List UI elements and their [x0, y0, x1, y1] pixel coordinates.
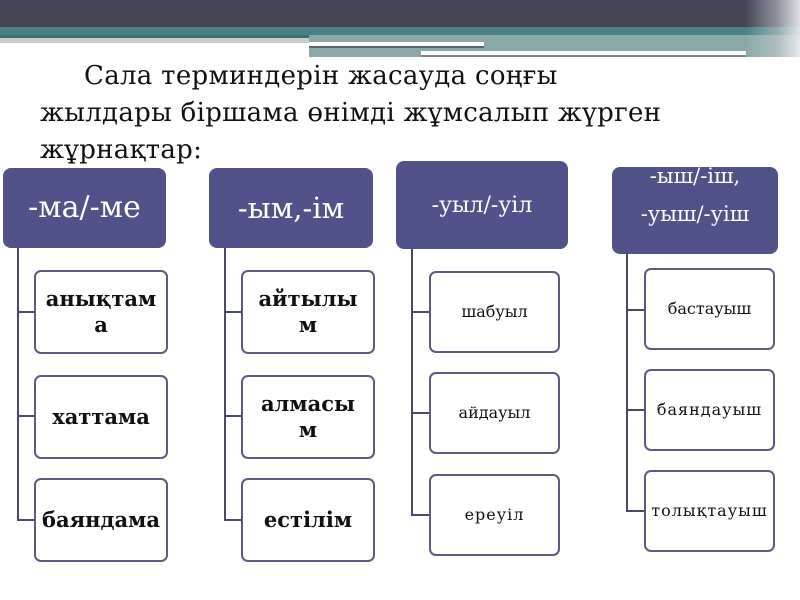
- connector-branch: [17, 519, 34, 521]
- top-bar-stripe-2: [421, 51, 746, 55]
- term-label: толықтауыш: [651, 501, 768, 520]
- term-box: баяндауыш: [644, 369, 775, 451]
- group-header-label: -ма/-ме: [28, 190, 141, 225]
- connector-branch: [17, 415, 34, 417]
- connector-branch: [626, 309, 645, 311]
- connector-vertical: [17, 248, 19, 520]
- connector-branch: [224, 311, 242, 313]
- connector-branch: [17, 311, 34, 313]
- connector-branch: [411, 412, 430, 414]
- term-box: баяндама: [34, 478, 168, 562]
- term-label: айтылым: [258, 285, 358, 337]
- connector-branch: [224, 519, 242, 521]
- connector-branch: [626, 510, 645, 512]
- term-box: хаттама: [34, 375, 168, 459]
- group-header-label: -уыл/-уіл: [431, 192, 533, 218]
- term-box: ереуіл: [429, 474, 560, 556]
- title-line-1: Сала терминдерін жасауда соңғы: [84, 61, 558, 91]
- connector-vertical: [224, 248, 226, 520]
- term-label: бастауыш: [667, 299, 752, 318]
- term-box: алмасым: [241, 375, 375, 459]
- term-box: анықтама: [34, 270, 168, 354]
- top-bar-teal: [0, 27, 800, 35]
- group-header: -ыш/-іш, -уыш/-уіш: [612, 167, 778, 254]
- group-header: -ым,-ім: [209, 168, 373, 248]
- term-label: естілім: [263, 506, 353, 532]
- term-label: баяндауыш: [656, 400, 763, 419]
- term-label: алмасым: [260, 390, 356, 442]
- connector-branch: [411, 311, 430, 313]
- term-box: толықтауыш: [644, 470, 775, 552]
- top-bar-teal-shadow: [0, 35, 310, 38]
- group-header-label: -ыш/-іш, -уыш/-уіш: [640, 167, 750, 226]
- term-label: хаттама: [52, 403, 150, 429]
- term-label: баяндама: [42, 506, 160, 532]
- connector-vertical: [411, 249, 413, 515]
- connector-branch: [411, 514, 430, 516]
- title-line-3: жұрнақтар:: [40, 135, 203, 165]
- top-bar-stripe-1: [309, 42, 484, 46]
- top-bar-edge-fade: [745, 0, 800, 57]
- term-box: естілім: [241, 478, 375, 562]
- connector-branch: [224, 415, 242, 417]
- slide-title: Сала терминдерін жасауда соңғы жылдары б…: [40, 58, 780, 169]
- term-label: ереуіл: [464, 505, 525, 524]
- connector-branch: [626, 409, 645, 411]
- term-box: айдауыл: [429, 372, 560, 454]
- top-bar-stripe-2-shadow: [421, 55, 746, 57]
- connector-vertical: [626, 254, 628, 512]
- top-bar-grey: [0, 38, 310, 43]
- term-label: айдауыл: [458, 403, 531, 422]
- term-box: шабуыл: [429, 271, 560, 353]
- top-bar-dark: [0, 0, 800, 27]
- group-header-label: -ым,-ім: [237, 191, 345, 225]
- term-label: шабуыл: [461, 302, 528, 321]
- term-box: айтылым: [241, 270, 375, 354]
- title-line-2: жылдары біршама өнімді жұмсалып жүрген: [40, 98, 662, 128]
- group-header: -ма/-ме: [3, 168, 166, 248]
- group-header: -уыл/-уіл: [396, 161, 568, 249]
- top-bar-stripe-1-shadow: [309, 46, 484, 48]
- term-box: бастауыш: [644, 268, 775, 350]
- term-label: анықтама: [45, 285, 157, 337]
